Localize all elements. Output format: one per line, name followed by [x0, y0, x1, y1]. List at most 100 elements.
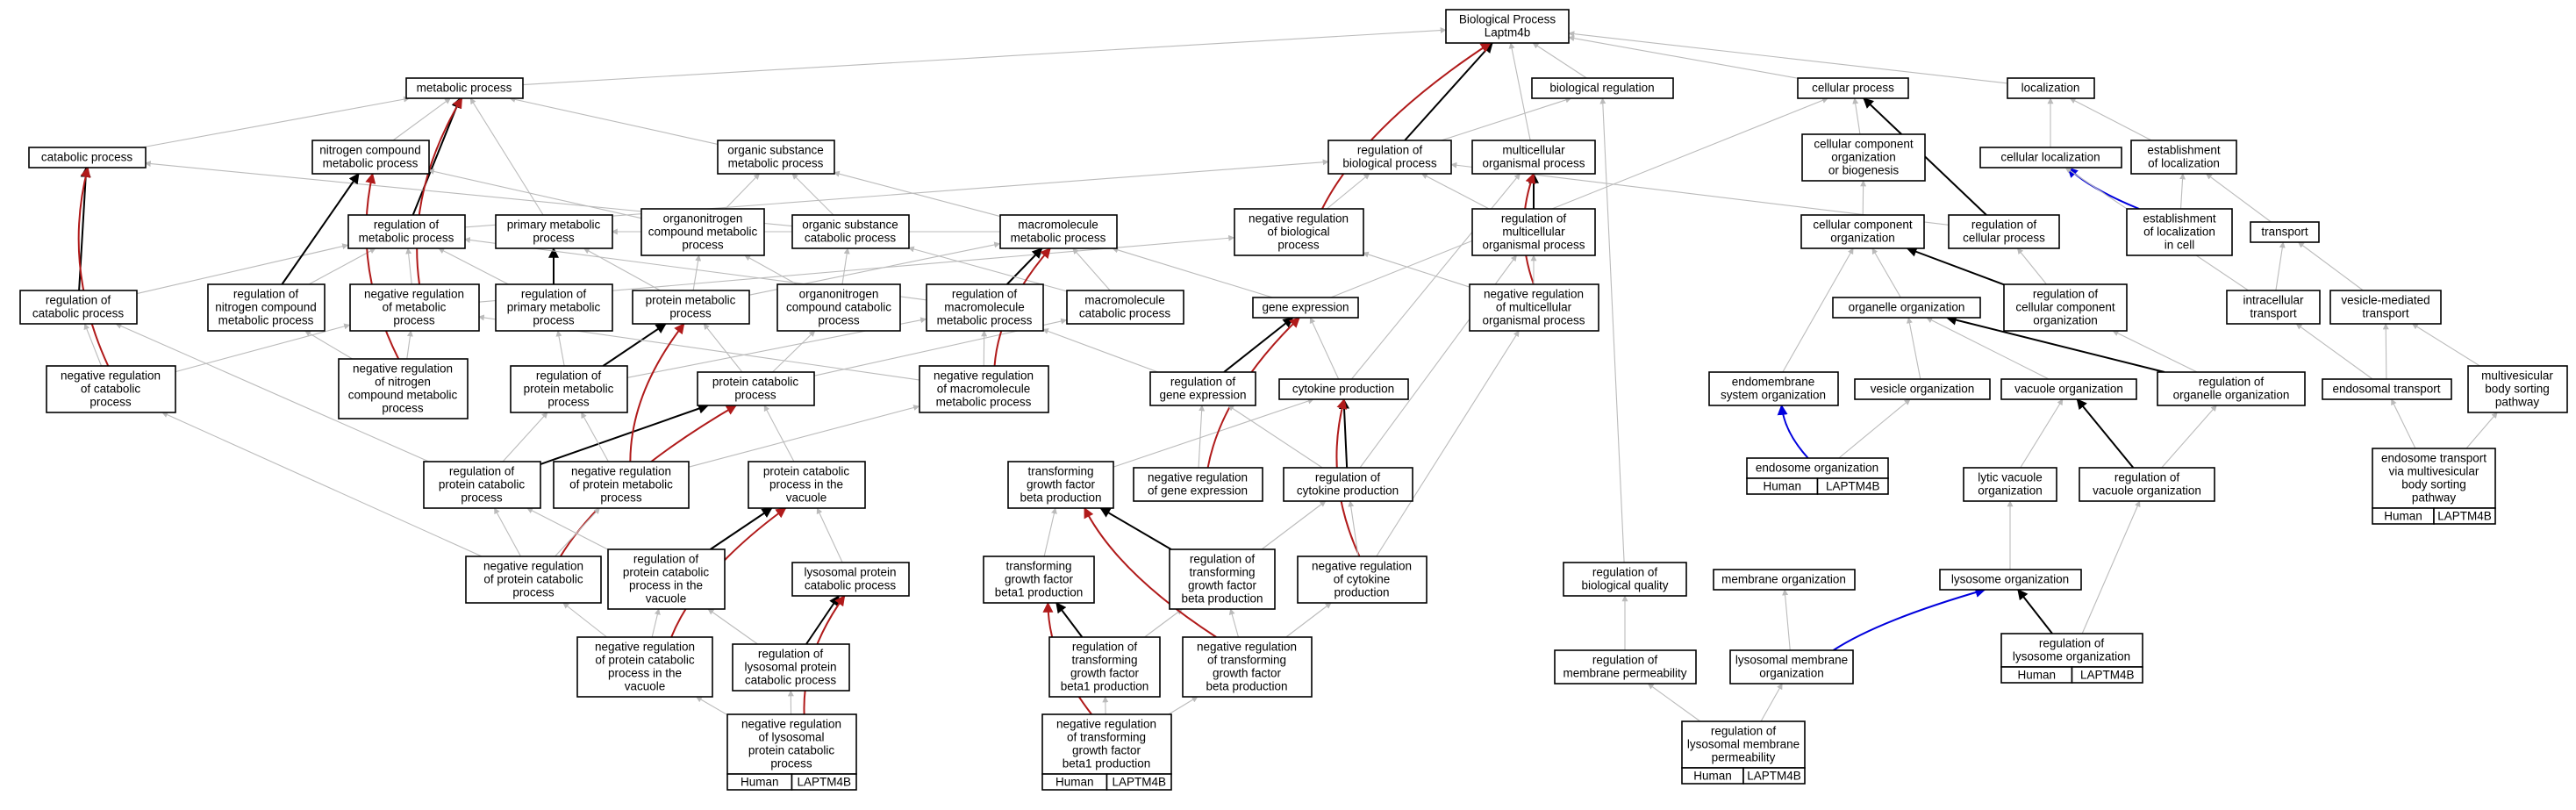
go-term-node-orgorg[interactable]: organelle organization — [1832, 297, 1981, 319]
go-term-label: catabolic process — [805, 579, 897, 592]
go-term-label: regulation of — [1501, 212, 1567, 226]
go-term-node-vacorg[interactable]: vacuole organization — [2000, 378, 2137, 400]
go-term-node-cellproc[interactable]: cellular process — [1797, 77, 1909, 99]
go-term-label: biological regulation — [1549, 82, 1654, 95]
go-term-node-transport[interactable]: transport — [2250, 221, 2320, 243]
go-term-node-vesorg[interactable]: vesicle organization — [1854, 378, 1991, 400]
go-term-box — [717, 140, 835, 175]
go-term-label: regulation of — [758, 648, 824, 661]
go-term-label: process — [533, 314, 575, 327]
go-term-box — [748, 461, 866, 509]
go-term-label: regulation of — [521, 288, 587, 301]
go-term-label: permeability — [1712, 751, 1776, 764]
go-term-box — [983, 556, 1095, 604]
go-term-node-memorg[interactable]: membrane organization — [1713, 569, 1856, 591]
go-term-node-lysorg[interactable]: lysosome organization — [1939, 569, 2082, 591]
edge-is-a — [427, 168, 642, 219]
go-term-box — [1182, 636, 1313, 698]
edge-is-a — [2391, 398, 2416, 449]
go-term-box — [2372, 448, 2496, 509]
go-term-label: process — [682, 239, 724, 252]
go-term-node-geneexp[interactable]: gene expression — [1252, 297, 1359, 319]
go-term-node-cellloc[interactable]: cellular localization — [1979, 147, 2122, 168]
go-term-node-local[interactable]: localization — [2007, 77, 2095, 99]
go-term-node-cytprod[interactable]: cytokine production — [1278, 378, 1409, 400]
go-term-node-catab[interactable]: catabolic process — [28, 147, 147, 168]
go-term-box — [1800, 214, 1925, 249]
go-term-node-endotrans[interactable]: endosomal transport — [2322, 378, 2452, 400]
go-term-node-biolreg[interactable]: biological regulation — [1531, 77, 1674, 99]
edge-negatively-regulates — [365, 172, 400, 360]
go-term-label: compound catabolic — [786, 301, 891, 314]
go-term-node-metab[interactable]: metabolic process — [405, 77, 524, 99]
go-term-box — [1979, 147, 2122, 168]
go-term-box — [1252, 297, 1359, 319]
